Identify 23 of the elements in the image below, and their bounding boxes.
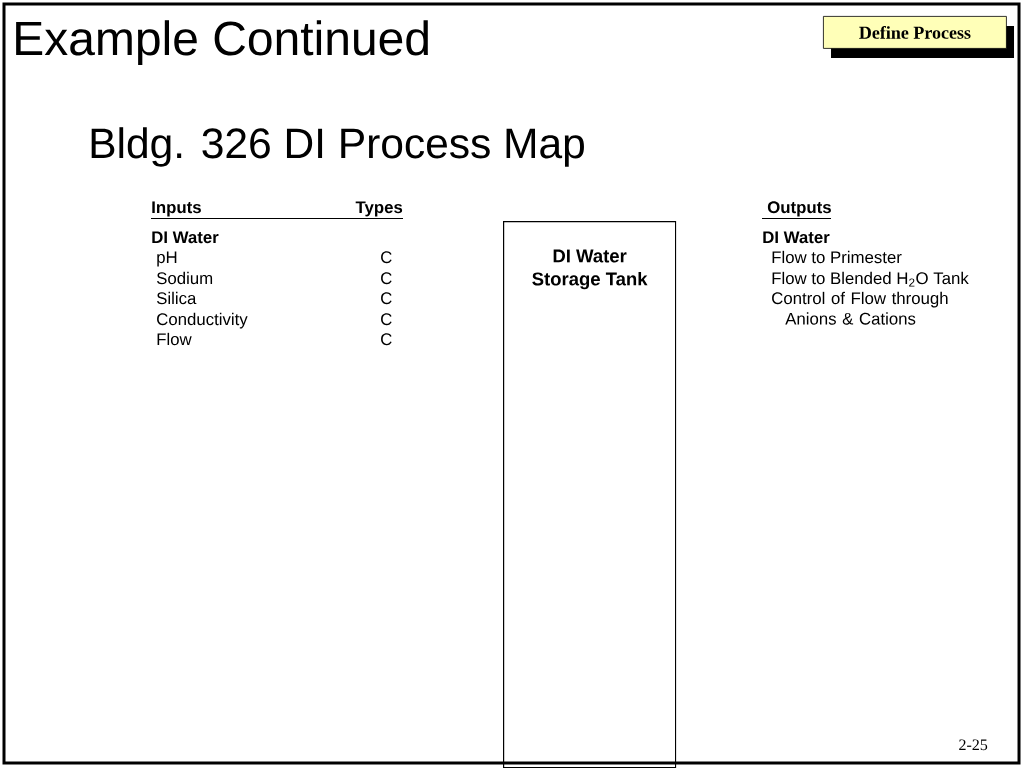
column-heading: Types <box>355 201 403 217</box>
group-heading: DI Water <box>763 231 830 244</box>
slide-title: Example Continued <box>16 20 428 65</box>
tank-box: DI Water Storage Tank <box>503 221 677 768</box>
type-code: C <box>381 333 392 346</box>
list-item: pH <box>157 251 177 267</box>
label-box: Define Process <box>823 16 1014 58</box>
type-code: C <box>381 292 392 305</box>
type-code: C <box>381 251 392 264</box>
type-code: C <box>381 313 392 326</box>
group-heading: DI Water <box>152 231 219 244</box>
page-number: 2-25 <box>959 739 988 751</box>
list-item: Flow to Blended H$_{2}$O Tank <box>772 271 969 287</box>
list-item: Conductivity <box>157 312 248 329</box>
list-item: Control of Flow through Anions & Cations <box>772 291 948 325</box>
column-heading: Outputs <box>767 201 831 217</box>
list-item: Silica <box>156 291 197 305</box>
list-item: Flow to Primester <box>772 250 902 264</box>
subtitle: Bldg. 326 DI Process Map <box>91 127 584 167</box>
list-item: Sodium <box>156 271 213 285</box>
list-item: Flow <box>157 332 192 346</box>
column-heading: Inputs <box>152 201 201 217</box>
type-code: C <box>381 272 392 285</box>
